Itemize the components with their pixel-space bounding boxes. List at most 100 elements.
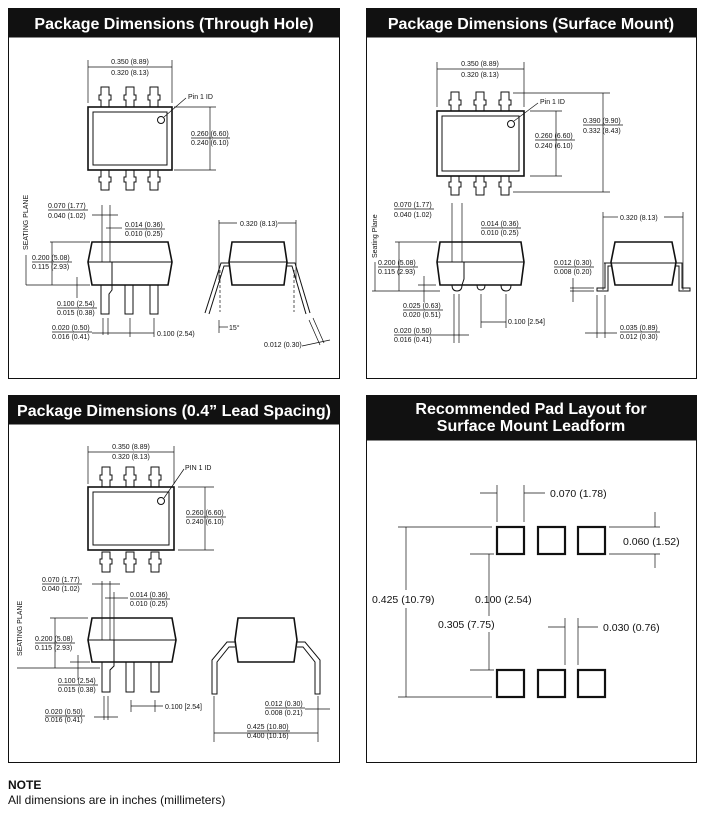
- dim-label: 0.016 (0.41): [45, 717, 83, 724]
- dim-label: 0.425 (10.79): [372, 594, 434, 606]
- pad: [536, 525, 567, 556]
- dim-label: 0.015 (0.38): [57, 310, 95, 317]
- dim-label: 0.020 (0.50): [45, 709, 83, 716]
- dim-label: 0.025 (0.63): [403, 303, 441, 310]
- dim-label: 0.400 (10.16): [247, 733, 289, 740]
- dim-label: 0.100 (2.54): [475, 594, 532, 606]
- dim-label: 0.260 (6.60): [191, 131, 229, 138]
- pin1-marker-icon: [157, 497, 165, 505]
- seating-plane-label: SEATING PLANE: [17, 601, 24, 656]
- dim-label: 0.100 (2.54): [157, 331, 195, 338]
- top-view: 0.350 (8.89) 0.320 (8.13) PIN 1 ID 0.260…: [87, 444, 226, 573]
- dim-label: 0.020 (0.50): [394, 328, 432, 335]
- side-view: SEATING PLANE 0.070 (1.77) 0.040 (1.02) …: [23, 195, 195, 341]
- panel-title: Package Dimensions (Surface Mount): [388, 16, 674, 33]
- dim-label: 0.020 (0.50): [52, 325, 90, 332]
- pin1-label: Pin 1 ID: [540, 99, 565, 106]
- dim-label: 0.320 (8.13): [461, 72, 499, 79]
- panel-surface-mount: Package Dimensions (Surface Mount) 0.350…: [366, 8, 697, 379]
- dim-label: 0.332 (8.43): [583, 128, 621, 135]
- dim-label: 0.100 [2.54]: [508, 319, 545, 326]
- dim-label: 0.350 (8.89): [461, 61, 499, 68]
- dim-label: 0.008 (0.21): [265, 710, 303, 717]
- dim-label: 0.015 (0.38): [58, 687, 96, 694]
- panel-pad-layout: Recommended Pad Layout for Surface Mount…: [366, 395, 697, 763]
- pad: [576, 525, 607, 556]
- panel-title: Package Dimensions (Through Hole): [34, 16, 313, 33]
- panel-lead-spacing: Package Dimensions (0.4” Lead Spacing) 0…: [8, 395, 340, 763]
- dim-label: 0.070 (1.77): [48, 203, 86, 210]
- panel-title: Recommended Pad Layout for: [415, 401, 646, 418]
- dim-label: 0.014 (0.36): [130, 592, 168, 599]
- dim-label: 0.320 (8.13): [620, 215, 658, 222]
- pad: [536, 668, 567, 699]
- pad: [576, 668, 607, 699]
- pin1-marker-icon: [157, 116, 165, 124]
- pad: [495, 668, 526, 699]
- dim-label: 0.012 (0.30): [620, 334, 658, 341]
- top-view: 0.350 (8.89) 0.320 (8.13) Pin 1 ID 0.260…: [436, 61, 623, 196]
- dim-label: 0.016 (0.41): [52, 334, 90, 341]
- end-view: 0.320 (8.13) 0.012 (0.30) 0.008 (0.20) 0…: [554, 212, 691, 341]
- dim-label: 0.030 (0.76): [603, 622, 660, 634]
- dim-label: 0.115 (2.93): [35, 645, 72, 652]
- dim-label: 0.200 (5.08): [32, 255, 70, 262]
- dim-label: 0.014 (0.36): [125, 222, 163, 229]
- side-view: Seating Plane 0.070 (1.77) 0.040 (1.02) …: [372, 202, 545, 344]
- dim-label: 0.070 (1.77): [394, 202, 432, 209]
- pad-layout-drawing: 0.070 (1.78) 0.060 (1.52) 0.425 (10.79) …: [372, 485, 680, 699]
- note-text: All dimensions are in inches (millimeter…: [8, 793, 225, 807]
- dim-label: 0.040 (1.02): [42, 586, 80, 593]
- pin1-marker-icon: [507, 120, 515, 128]
- dim-label: 0.240 (6.10): [535, 143, 573, 150]
- dim-label: 0.320 (8.13): [240, 221, 278, 228]
- dim-label: 0.260 (6.60): [535, 133, 573, 140]
- dim-label: 0.240 (6.10): [191, 140, 229, 147]
- dim-label: 0.040 (1.02): [48, 213, 86, 220]
- dim-label: 0.425 (10.80): [247, 724, 289, 731]
- dim-label: 0.020 (0.51): [403, 312, 441, 319]
- dim-label: 0.012 (0.30): [264, 342, 302, 349]
- dim-label: 0.012 (0.30): [554, 260, 592, 267]
- dim-label: 0.200 (5.08): [35, 636, 73, 643]
- dim-label: 0.390 (9.90): [583, 118, 621, 125]
- panel-title: Package Dimensions (0.4” Lead Spacing): [17, 403, 331, 420]
- dim-label: 0.115 (2.93): [378, 269, 415, 276]
- dim-label: 0.040 (1.02): [394, 212, 432, 219]
- seating-plane-label: Seating Plane: [372, 214, 379, 258]
- dim-label: 0.012 (0.30): [265, 701, 303, 708]
- pin1-label: PIN 1 ID: [185, 465, 211, 472]
- dim-label: 0.010 (0.25): [130, 601, 168, 608]
- end-view: 0.320 (8.13) 15° 0.012 (0.30): [204, 220, 331, 349]
- dim-label: 0.260 (6.60): [186, 510, 224, 517]
- dim-label: 0.010 (0.25): [125, 231, 163, 238]
- dim-label: 0.100 (2.54): [57, 301, 95, 308]
- dim-label: 0.010 (0.25): [481, 230, 519, 237]
- dim-label: 0.060 (1.52): [623, 536, 680, 548]
- angle-label: 15°: [229, 324, 240, 332]
- dim-label: 0.320 (8.13): [112, 454, 150, 461]
- dim-label: 0.115 (2.93): [32, 264, 69, 271]
- dim-label: 0.305 (7.75): [438, 619, 495, 631]
- dim-label: 0.100 [2.54]: [165, 704, 202, 711]
- dim-label: 0.016 (0.41): [394, 337, 432, 344]
- pad: [495, 525, 526, 556]
- dim-label: 0.350 (8.89): [111, 59, 149, 66]
- side-view: SEATING PLANE 0.070 (1.77) 0.040 (1.02) …: [17, 577, 202, 724]
- panel-title-bar: [8, 395, 340, 425]
- dim-label: 0.100 (2.54): [58, 678, 96, 685]
- panel-title-bar: [366, 8, 697, 38]
- top-view: 0.350 (8.89) 0.320 (8.13) Pin 1 ID 0.260…: [87, 59, 230, 191]
- dim-label: 0.014 (0.36): [481, 221, 519, 228]
- seating-plane-label: SEATING PLANE: [23, 195, 30, 250]
- dim-label: 0.070 (1.78): [550, 488, 607, 500]
- end-view: 0.425 (10.80) 0.400 (10.16) 0.012 (0.30)…: [211, 617, 330, 742]
- dim-label: 0.035 (0.89): [620, 325, 658, 332]
- pin1-label: Pin 1 ID: [188, 94, 213, 101]
- panel-title: Surface Mount Leadform: [437, 418, 625, 435]
- panel-through-hole: Package Dimensions (Through Hole) 0.350 …: [8, 8, 340, 379]
- dim-label: 0.320 (8.13): [111, 70, 149, 77]
- dim-label: 0.240 (6.10): [186, 519, 224, 526]
